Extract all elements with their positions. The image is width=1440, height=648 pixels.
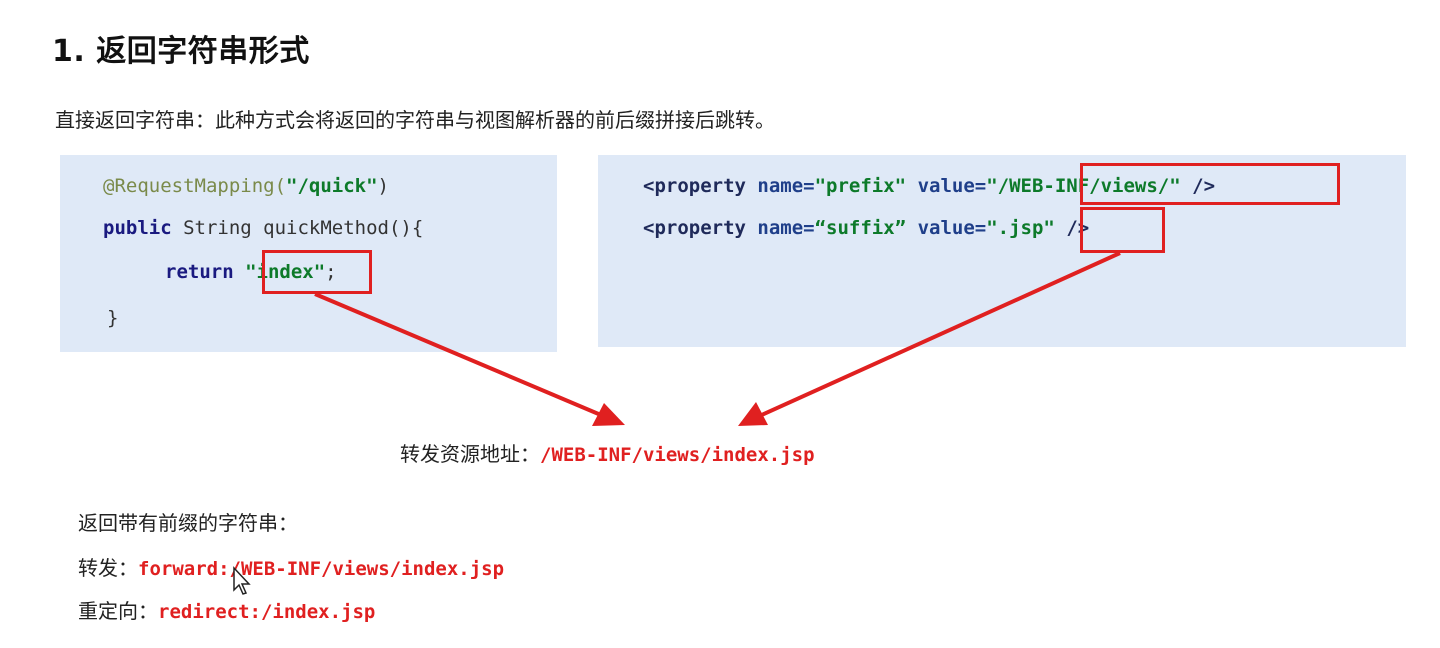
redirect-line: 重定向：redirect:/index.jsp — [78, 599, 376, 623]
arrow-head-right — [738, 402, 768, 426]
code-line-method-signature: public String quickMethod(){ — [103, 217, 424, 239]
code-line-close-brace: } — [107, 307, 119, 329]
highlight-prefix-box — [1080, 163, 1340, 205]
highlight-suffix-box — [1080, 207, 1165, 253]
arrow-head-left — [592, 403, 625, 426]
description-text: 直接返回字符串：此种方式会将返回的字符串与视图解析器的前后缀拼接后跳转。 — [55, 108, 775, 132]
code-line-annotation: @RequestMapping("/quick") — [103, 175, 389, 197]
mouse-cursor-icon — [233, 566, 251, 595]
page-title: 1. 返回字符串形式 — [52, 34, 310, 69]
xml-line-suffix: <property name=“suffix” value=".jsp" /> — [643, 217, 1090, 239]
forward-address-line: 转发资源地址：/WEB-INF/views/index.jsp — [400, 442, 815, 466]
prefix-section-title: 返回带有前缀的字符串： — [78, 511, 298, 535]
xml-line-prefix: <property name="prefix" value="/WEB-INF/… — [643, 175, 1216, 197]
highlight-index-box — [262, 250, 372, 294]
forward-line: 转发：forward:/WEB-INF/views/index.jsp — [78, 556, 505, 580]
java-code-block: @RequestMapping("/quick") public String … — [60, 155, 557, 352]
code-line-return: return "index"; — [165, 261, 337, 283]
